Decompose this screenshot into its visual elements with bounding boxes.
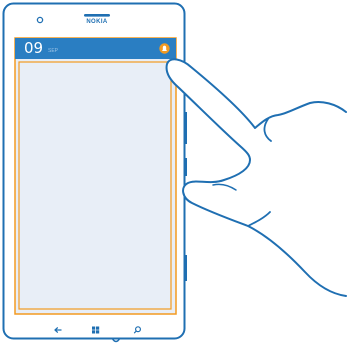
camera-button [184, 255, 187, 281]
lock-screen-date: 09 [24, 40, 43, 57]
nokia-logo: NOKIA [82, 19, 112, 26]
lock-screen-area [19, 62, 171, 309]
hand-icon [167, 59, 346, 296]
power-button [184, 158, 187, 176]
hand-outline [167, 59, 346, 296]
volume-button [184, 112, 187, 144]
lock-screen-date-suffix: SEP [48, 48, 58, 54]
earpiece [84, 14, 110, 17]
